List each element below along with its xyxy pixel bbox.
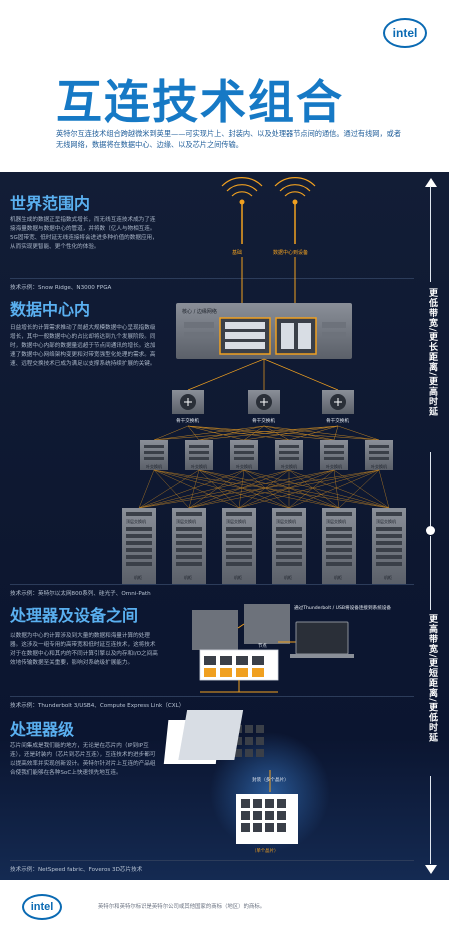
- arrow-up-icon: [425, 178, 437, 187]
- node-diagram: [192, 604, 296, 693]
- rack-label-1: 机柜: [134, 574, 142, 580]
- leaf-mesh-links: [138, 469, 390, 509]
- spine-switch-3: [230, 440, 258, 470]
- content-panel: 世界范围内 机器生成的数据正呈指数式增长，而无线互连技术成为了连接海量数据与数据…: [0, 172, 449, 880]
- page-title: 互连技术组合: [56, 75, 344, 129]
- server-rack-4: [272, 508, 306, 584]
- chip-label: （单个晶片）: [252, 847, 278, 854]
- section-device-title: 处理器及设备之间: [10, 606, 139, 625]
- sidebar-line-lower: [430, 776, 431, 864]
- backbone-label-3: 骨干交换机: [326, 417, 349, 424]
- arrow-down-icon: [425, 865, 437, 874]
- section-datacenter-text: 日益增长的计算需求推动了尚超大规模数据中心呈现指数级增长，其中一般数据中心的占比…: [10, 325, 156, 367]
- section-world-text: 机器生成的数据正呈指数式增长，而无线互连技术成为了连接海量数据与数据中心的管道，…: [10, 217, 158, 250]
- tor-label-5: 顶层交换机: [326, 518, 346, 524]
- rack-label-6: 机柜: [384, 574, 392, 580]
- sidebar-line-middle: [430, 452, 431, 526]
- node-label: 节点: [258, 643, 267, 649]
- package-diagram: [163, 710, 330, 852]
- backbone-switch-2: [248, 390, 280, 414]
- bandwidth-sidebar: 更低带宽/更长距离/更高时延 更高带宽/更短距离/更低时延: [413, 172, 449, 880]
- section-processor-text: 芯片间集成是我们能的地方，无论是在芯片内（IP到IP互连），还是封装内（芯片到芯…: [10, 743, 156, 776]
- section-device-text: 以数据为中心的计算涉及到大量的数据和海量计算的处理器。这涉及一组专用的高带宽和低…: [10, 633, 158, 666]
- backbone-switch-3: [322, 390, 354, 414]
- rack-label-5: 机柜: [334, 574, 342, 580]
- package-label: 封装（多个晶片）: [252, 776, 289, 783]
- footer-text: 英特尔和英特尔标识是英特尔公司或其他国家的商标（地区）的商标。: [98, 904, 266, 910]
- sidebar-dot-icon: [426, 526, 435, 535]
- server-rack-3: [222, 508, 256, 584]
- tor-label-2: 顶层交换机: [176, 518, 196, 524]
- spine-label-6: 叶交换机: [371, 463, 387, 469]
- antenna-icon-right: [274, 177, 316, 244]
- spine-label-5: 叶交换机: [326, 463, 342, 469]
- server-rack-2: [172, 508, 206, 584]
- spine-switch-2: [185, 440, 213, 470]
- antenna-label-left: 基础: [232, 249, 242, 256]
- spine-label-4: 叶交换机: [281, 463, 297, 469]
- section-processor-example: 技术示例：NetSpeed fabric、Foveros 3D芯片技术: [10, 860, 414, 873]
- section-world-title: 世界范围内: [10, 194, 91, 213]
- tor-label-3: 顶层交换机: [226, 518, 246, 524]
- footer: intel 英特尔和英特尔标识是英特尔公司或其他国家的商标（地区）的商标。: [0, 880, 449, 931]
- header: intel 互连技术组合 英特尔互连技术组合跨越微米到英里——可实现片上、封装内…: [0, 0, 449, 172]
- backbone-label-2: 骨干交换机: [252, 417, 275, 424]
- sidebar-upper-text: 更低带宽/更长距离/更高时延: [427, 288, 437, 417]
- thunderbolt-note: 通过Thunderbolt / USB将设备连接到系统设备: [294, 604, 391, 611]
- server-rack-5: [322, 508, 356, 584]
- intel-logo: intel: [383, 18, 427, 48]
- antenna-label-right: 数据中心到设备: [273, 249, 308, 256]
- antenna-icon-left: [221, 177, 263, 244]
- spine-label-1: 叶交换机: [146, 463, 162, 469]
- section-processor-title: 处理器级: [10, 720, 75, 739]
- sidebar-line-upper: [430, 186, 431, 282]
- core-edge-network: 核心 / 边缘网络: [176, 303, 352, 359]
- intro-text: 英特尔互连技术组合跨越微米到英里——可实现片上、封装内、以及处理器节点间的通信。…: [56, 129, 402, 149]
- sidebar-lower-text: 更高带宽/更短距离/更低时延: [427, 614, 437, 743]
- tor-label-4: 顶层交换机: [276, 518, 296, 524]
- rack-label-4: 机柜: [284, 574, 292, 580]
- chip-diagram: [236, 794, 298, 844]
- intel-footer-logo: intel: [22, 894, 62, 920]
- spine-label-2: 叶交换机: [191, 463, 207, 469]
- tor-label-1: 顶层交换机: [126, 518, 146, 524]
- server-rack-1: [122, 508, 156, 584]
- interconnect-diagram: 基础 数据中心到设备 核心 / 边缘网络: [122, 177, 406, 854]
- tor-label-6: 顶层交换机: [376, 518, 396, 524]
- laptop-icon: [290, 621, 354, 658]
- backbone-switch-1: [172, 390, 204, 414]
- spine-mesh-links: [153, 425, 380, 441]
- spine-switch-1: [140, 440, 168, 470]
- core-network-label: 核心 / 边缘网络: [182, 308, 217, 315]
- sidebar-line-middle-2: [430, 536, 431, 610]
- spine-switch-5: [320, 440, 348, 470]
- rack-label-3: 机柜: [234, 574, 242, 580]
- spine-switch-4: [275, 440, 303, 470]
- spine-switch-6: [365, 440, 393, 470]
- backbone-links: [187, 358, 339, 391]
- backbone-label-1: 骨干交换机: [176, 417, 199, 424]
- section-world-example: 技术示例：Snow Ridge、N3000 FPGA: [10, 278, 414, 291]
- section-datacenter-title: 数据中心内: [10, 300, 91, 319]
- spine-label-3: 叶交换机: [236, 463, 252, 469]
- server-rack-6: [372, 508, 406, 584]
- section-device-example: 技术示例：Thunderbolt 3/USB4、Compute Express …: [10, 696, 414, 709]
- rack-label-2: 机柜: [184, 574, 192, 580]
- section-datacenter-example: 技术示例：英特尔以太网800系列、硅光子、Omni-Path: [10, 584, 414, 597]
